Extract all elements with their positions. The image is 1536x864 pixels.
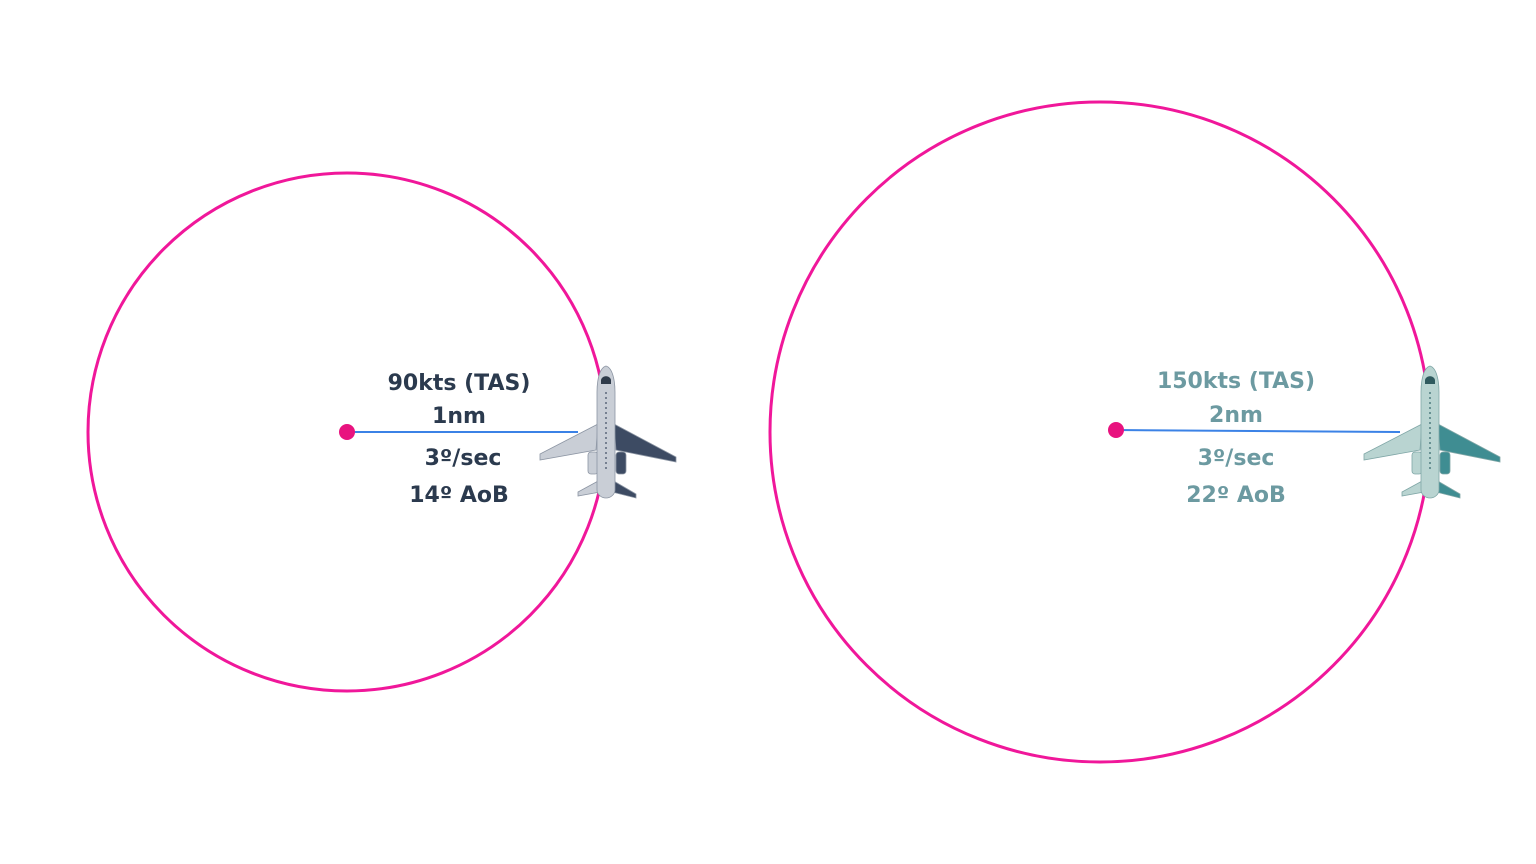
left-speed-label: 90kts (TAS) <box>388 371 531 396</box>
right-center-dot <box>1108 422 1124 438</box>
left-radius-label: 1nm <box>432 404 486 429</box>
right-airplane-icon <box>1363 365 1501 499</box>
left-center-dot <box>339 424 355 440</box>
right-radius-label: 2nm <box>1209 403 1263 428</box>
right-speed-label: 150kts (TAS) <box>1157 369 1315 394</box>
right-radius-line <box>1115 429 1401 433</box>
left-rate-label: 3º/sec <box>425 446 502 471</box>
right-bank-label: 22º AoB <box>1186 483 1286 508</box>
right-rate-label: 3º/sec <box>1198 446 1275 471</box>
left-turn-group: 90kts (TAS) 1nm 3º/sec 14º AoB <box>86 171 677 693</box>
right-turn-group: 150kts (TAS) 2nm 3º/sec 22º AoB <box>768 100 1501 764</box>
left-bank-label: 14º AoB <box>409 483 509 508</box>
left-airplane-icon <box>539 365 677 499</box>
